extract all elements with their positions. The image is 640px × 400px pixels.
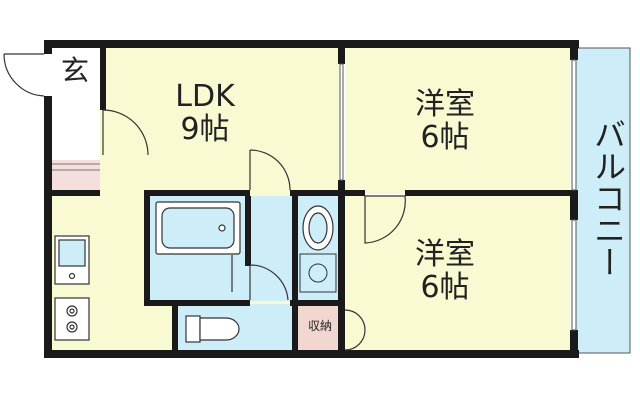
- interior-walls: [52, 48, 570, 358]
- bedroom-1-door: [249, 149, 291, 191]
- outer-walls: [44, 40, 579, 358]
- bedroom-1-floor: [345, 48, 570, 194]
- storage-area: [298, 304, 342, 352]
- balcony-area: [573, 47, 631, 354]
- balcony-label: バルコニー: [589, 118, 627, 278]
- bedroom-1-size: 6帖: [420, 120, 470, 155]
- step-lines: [52, 163, 100, 171]
- bedroom-2-label: 洋室 6帖: [395, 238, 495, 304]
- toilet: [185, 315, 240, 343]
- kitchen-stove: [54, 297, 90, 341]
- entrance-label: 玄: [60, 54, 89, 87]
- bath-door: [231, 255, 289, 301]
- storage-label: 収納: [307, 319, 332, 333]
- bedroom-1-label: 洋室 6帖: [395, 88, 495, 154]
- bedroom-2-name: 洋室: [415, 237, 475, 272]
- entrance-step: [52, 160, 100, 190]
- ldk-label: LDK 9帖: [160, 80, 250, 146]
- ldk-size: 9帖: [180, 112, 230, 147]
- storage-door: [344, 309, 366, 351]
- kitchen-sink: [54, 235, 90, 285]
- bathtub: [155, 201, 241, 255]
- washer-space: [299, 253, 337, 293]
- bedroom-2-floor: [345, 196, 570, 352]
- windows: [339, 59, 577, 331]
- entrance-door: [3, 53, 45, 97]
- bedroom-2-door: [364, 195, 406, 244]
- ldk-name: LDK: [175, 79, 235, 114]
- ldk-door: [102, 109, 149, 156]
- bedroom-1-name: 洋室: [415, 87, 475, 122]
- bedroom-2-size: 6帖: [420, 270, 470, 305]
- washbasin: [302, 205, 334, 251]
